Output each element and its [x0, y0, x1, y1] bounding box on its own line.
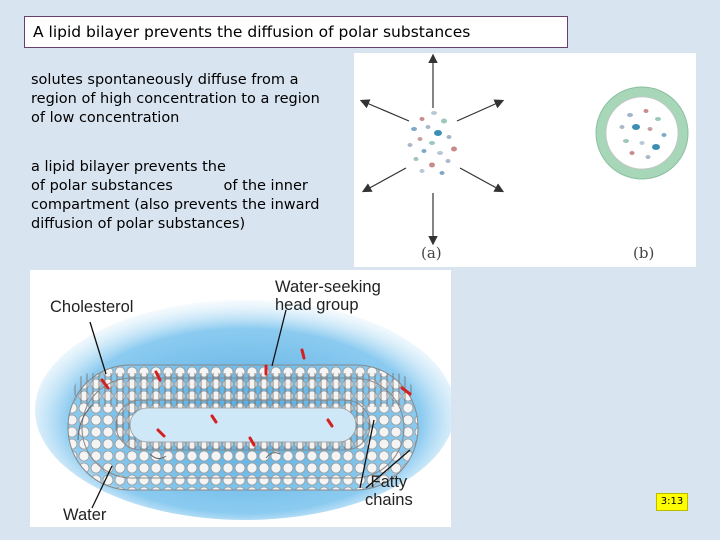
- text-line: a lipid bilayer prevents the: [31, 159, 226, 175]
- label-water: Water: [63, 506, 107, 524]
- liposome-illustration: [35, 300, 451, 520]
- text-line: solutes spontaneously diffuse from a: [31, 72, 299, 88]
- caption-a: (a): [421, 244, 442, 262]
- label-head-group: Water-seeking head group: [275, 278, 381, 314]
- text-line: compartment (also prevents the inward: [31, 197, 320, 213]
- label-fatty-chains: Fatty chains: [365, 473, 413, 509]
- text-line: diffusion of polar substances): [31, 216, 246, 232]
- paragraph-diffusion: solutes spontaneously diffuse from a reg…: [31, 71, 341, 128]
- paragraph-bilayer: a lipid bilayer prevents the of polar su…: [31, 158, 341, 234]
- membrane-figure: Cholesterol Water-seeking head group Fat…: [30, 270, 451, 527]
- diffusion-illustration: [359, 53, 689, 246]
- label-fatty-line1: Fatty: [370, 473, 408, 491]
- label-fatty-line2: chains: [365, 491, 413, 509]
- text-line: of polar substances of the inner: [31, 178, 308, 194]
- label-head-line2: head group: [275, 296, 359, 314]
- slide-title: A lipid bilayer prevents the diffusion o…: [24, 16, 568, 48]
- caption-b: (b): [633, 244, 655, 262]
- diffusion-figure: (a) (b): [354, 53, 696, 267]
- label-head-line1: Water-seeking: [275, 278, 381, 296]
- text-line: of low concentration: [31, 110, 180, 126]
- text-line: region of high concentration to a region: [31, 91, 320, 107]
- label-cholesterol: Cholesterol: [50, 298, 134, 316]
- page-number-badge: 3:13: [656, 493, 688, 511]
